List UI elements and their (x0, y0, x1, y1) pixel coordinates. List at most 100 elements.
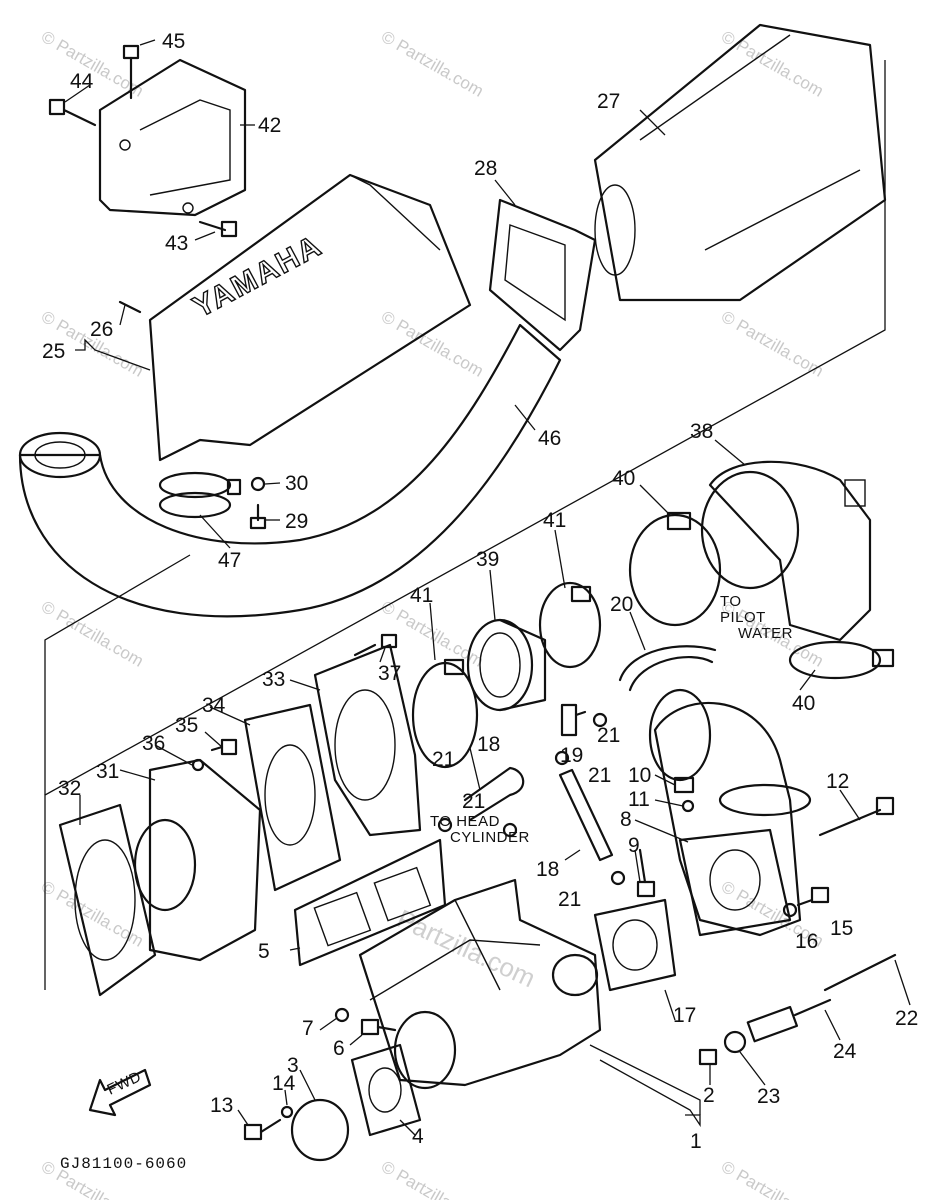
clamp-40-lower (788, 640, 895, 680)
note-to-pilot-1: TO (720, 593, 742, 610)
watermark-5: © Partzilla.com (378, 307, 487, 381)
callout-2: 2 (703, 1084, 715, 1107)
callout-21b: 21 (597, 724, 620, 747)
callout-36: 36 (142, 732, 165, 755)
callout-21d: 21 (462, 790, 485, 813)
fwd-label: FWD (105, 1068, 145, 1098)
lower-boundary (44, 554, 191, 795)
note-to-head-2: CYLINDER (450, 829, 530, 846)
manifold-1 (358, 878, 602, 1090)
watermark-2: © Partzilla.com (378, 27, 487, 101)
pipe-22 (823, 953, 897, 992)
bolt-6 (360, 1018, 397, 1036)
callout-8: 8 (620, 808, 632, 831)
gasket-4 (350, 1043, 422, 1137)
callout-11: 11 (628, 788, 650, 811)
callout-31: 31 (96, 760, 119, 783)
silencer-27 (593, 23, 887, 302)
callout-47: 47 (218, 549, 241, 572)
outlet-elbow (648, 688, 812, 937)
bracket-42 (98, 58, 247, 217)
washer-11 (681, 799, 695, 813)
washer-14 (280, 1105, 294, 1119)
callout-4: 4 (412, 1125, 424, 1148)
gasket-28 (488, 198, 597, 352)
callout-9: 9 (628, 834, 640, 857)
callout-40b: 40 (792, 692, 815, 715)
callout-13: 13 (210, 1094, 233, 1117)
hose-20 (618, 645, 717, 682)
assembly-boundary (44, 60, 886, 990)
nipple-24 (746, 998, 832, 1043)
callout-21a: 21 (432, 748, 455, 771)
bolt-13 (243, 1118, 282, 1141)
callout-26: 26 (90, 318, 113, 341)
callout-10: 10 (628, 764, 651, 787)
callout-7: 7 (302, 1017, 314, 1040)
coupler-39 (466, 618, 547, 712)
fitting-19 (560, 703, 587, 737)
bolt-44 (48, 98, 97, 127)
bolt-43 (198, 220, 238, 238)
callout-34: 34 (202, 694, 226, 717)
bolt-37 (353, 633, 398, 657)
bolt-12 (818, 796, 895, 837)
pin-26 (118, 300, 142, 314)
callout-18a: 18 (477, 733, 500, 756)
bolt-29 (249, 503, 267, 530)
callout-14: 14 (272, 1072, 296, 1095)
part-code: GJ81100-6060 (60, 1155, 187, 1173)
callout-12: 12 (826, 770, 849, 793)
callout-42: 42 (258, 114, 281, 137)
note-to-head-1: TO HEAD (430, 813, 500, 830)
cover-3 (290, 1098, 350, 1162)
callout-43: 43 (165, 232, 188, 255)
callout-41a: 41 (543, 509, 566, 532)
callout-44: 44 (70, 70, 94, 93)
watermark-6: © Partzilla.com (718, 307, 827, 381)
fwd-arrow-icon: FWD (88, 1068, 152, 1117)
clip-21-c (437, 817, 453, 833)
callout-37: 37 (378, 662, 401, 685)
housing-33 (313, 643, 422, 837)
hose-18-upper (463, 766, 525, 822)
callout-28: 28 (474, 157, 497, 180)
watermark-14: © Partzilla.com (718, 1157, 827, 1200)
note-to-pilot-2: PILOT (720, 609, 766, 626)
callout-23: 23 (757, 1085, 780, 1108)
watermark-13: © Partzilla.com (378, 1157, 487, 1200)
callout-20: 20 (610, 593, 633, 616)
airbox-25: YAMAHA (148, 173, 472, 462)
clip-21-b (554, 750, 570, 766)
watermark-10: © Partzilla.com (38, 877, 147, 951)
callout-45: 45 (162, 30, 185, 53)
washer-16 (782, 902, 798, 918)
fitting-9 (636, 848, 656, 898)
callout-32: 32 (58, 777, 81, 800)
callout-22: 22 (895, 1007, 918, 1030)
callout-30: 30 (285, 472, 308, 495)
bolt-45 (122, 44, 140, 100)
gasket-17 (593, 898, 677, 992)
callout-41b: 41 (410, 584, 433, 607)
callout-15: 15 (830, 917, 853, 940)
callout-40a: 40 (612, 467, 635, 490)
callout-16: 16 (795, 930, 818, 953)
gasket-5 (293, 838, 447, 967)
clip-21-a (592, 712, 608, 728)
callout-21e: 21 (558, 888, 581, 911)
callout-3: 3 (287, 1054, 299, 1077)
gasket-34 (243, 703, 342, 892)
callout-6: 6 (333, 1037, 345, 1060)
clamp-23 (723, 1030, 747, 1054)
plug-2 (698, 1048, 718, 1066)
callout-25: 25 (42, 340, 65, 363)
callout-21c: 21 (588, 764, 611, 787)
clamp-41-right (538, 581, 602, 669)
clip-21-e (610, 870, 626, 886)
callout-17: 17 (673, 1004, 696, 1027)
callout-27: 27 (597, 90, 620, 113)
callout-19: 19 (560, 744, 583, 767)
clip-21-d (502, 822, 518, 838)
